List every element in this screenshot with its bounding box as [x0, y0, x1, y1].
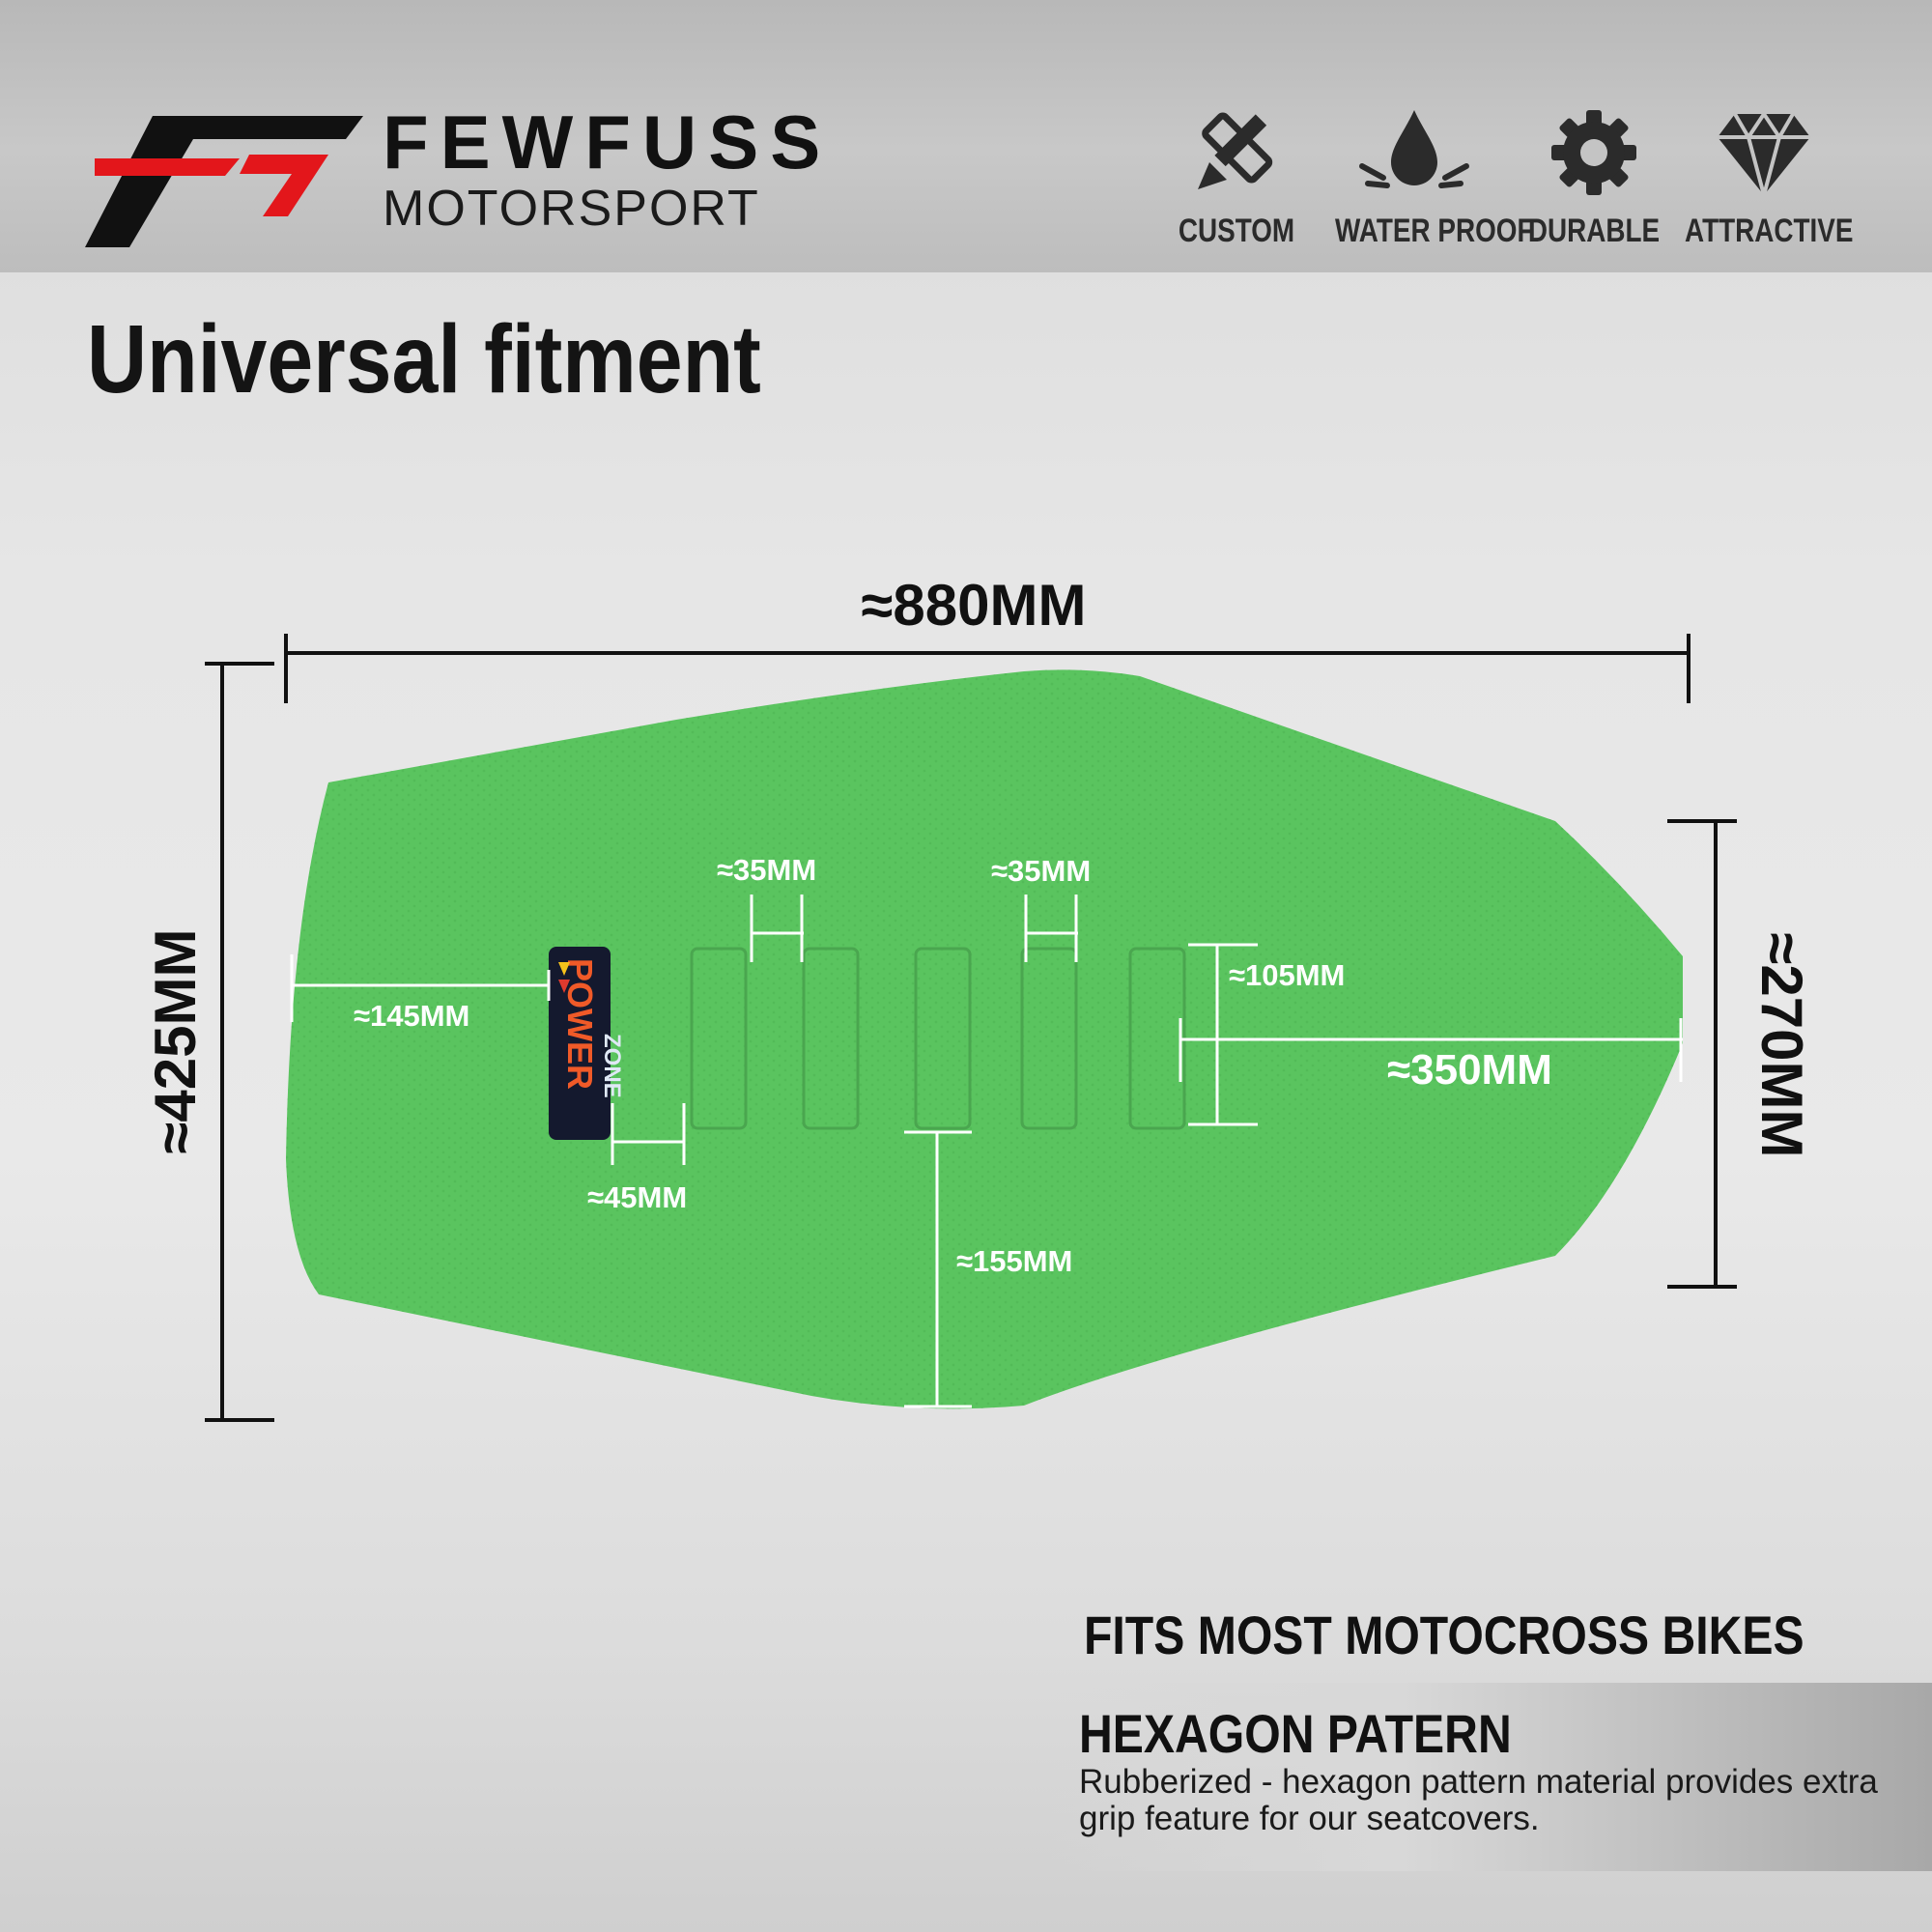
- dim-lines-black: [205, 634, 1737, 1422]
- dim-rib-height: ≈105MM: [1229, 958, 1345, 992]
- dim-rib-width-right: ≈35MM: [991, 854, 1091, 888]
- feature-label: CUSTOM: [1178, 213, 1295, 249]
- feature-durable: DURABLE: [1497, 106, 1690, 250]
- dim-lines-white: [290, 895, 1683, 1408]
- headline: Universal fitment: [87, 305, 761, 413]
- fits-text: FITS MOST MOTOCROSS BIKES: [1084, 1605, 1804, 1665]
- svg-text:ZONE: ZONE: [599, 1034, 625, 1098]
- feature-custom: CUSTOM: [1140, 106, 1333, 250]
- dim-rib-to-bottom: ≈155MM: [956, 1244, 1072, 1278]
- dim-front-to-logo: ≈145MM: [354, 999, 469, 1033]
- water-drop-icon: [1359, 110, 1469, 188]
- dim-overall-height: ≈425MM: [143, 929, 208, 1154]
- brand-logo-icon: [85, 116, 363, 247]
- gear-icon: [1551, 110, 1636, 195]
- pencil-ruler-icon: [1198, 112, 1273, 189]
- svg-text:POWER: POWER: [560, 958, 600, 1090]
- feature-label: DURABLE: [1527, 213, 1661, 249]
- feature-label: ATTRACTIVE: [1685, 213, 1854, 249]
- diamond-icon: [1718, 110, 1810, 199]
- feature-attractive: ATTRACTIVE: [1667, 106, 1861, 250]
- brand-name: FEWFUSS: [383, 99, 833, 185]
- feature-water-proof: WATER PROOF: [1318, 106, 1533, 250]
- dim-labels-white: ≈145MM ≈35MM ≈35MM ≈45MM ≈105MM ≈350MM ≈…: [354, 853, 1552, 1278]
- dim-rib-width-left: ≈35MM: [717, 853, 816, 887]
- brand-subtitle: MOTORSPORT: [383, 181, 760, 237]
- pattern-description: Rubberized - hexagon pattern material pr…: [1079, 1763, 1878, 1837]
- dim-overall-length: ≈880MM: [862, 573, 1087, 638]
- power-zone-badge: POWER ZONE: [549, 947, 625, 1140]
- info-band: [1048, 1683, 1932, 1871]
- dim-rear-height: ≈270MM: [1749, 933, 1814, 1158]
- dim-rib-to-rear: ≈350MM: [1387, 1046, 1552, 1094]
- dim-logo-to-rib: ≈45MM: [587, 1180, 687, 1214]
- pattern-title: HEXAGON PATERN: [1079, 1703, 1512, 1764]
